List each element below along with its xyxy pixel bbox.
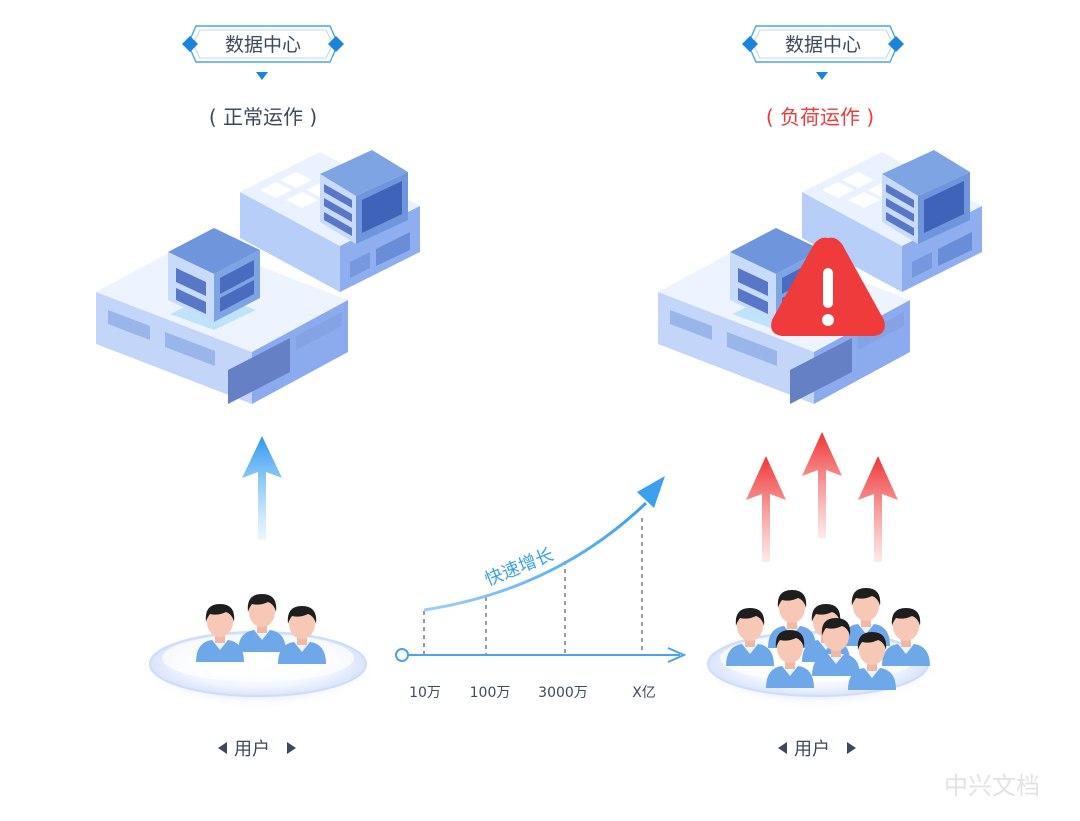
person-icon [238,594,286,652]
down-triangle-icon [256,72,268,80]
up-arrow-icon [802,432,842,538]
diamond-icon [888,36,904,52]
tag-data-center-right: 数据中心 [742,25,904,63]
growth-axis [395,647,687,663]
tag-label: 数据中心 [225,34,301,56]
data-center-building-left [96,150,420,404]
growth-ticks: 10万 100万 3000万 X亿 [409,685,656,701]
users-label-right: 用户 [778,739,856,760]
growth-curve [423,501,648,612]
status-overload: ( 负荷运作 ) [766,105,874,129]
right-triangle-icon [847,742,856,754]
left-triangle-icon [218,742,227,754]
tick-label: 10万 [409,685,441,701]
up-arrow-icon [746,456,786,562]
tick-label: X亿 [632,685,656,701]
left-triangle-icon [778,742,787,754]
users-label-text: 用户 [234,739,270,760]
growth-arrowhead [637,476,665,508]
users-label-left: 用户 [218,739,296,760]
tag-data-center-left: 数据中心 [182,25,344,63]
status-normal: ( 正常运作 ) [209,105,317,129]
up-arrow-icon [242,436,282,540]
right-triangle-icon [287,742,296,754]
growth-guides [423,518,643,654]
down-triangle-icon [816,72,828,80]
diamond-icon [182,36,198,52]
up-arrow-icon [858,456,898,562]
users-label-text: 用户 [794,739,830,760]
diamond-icon [742,36,758,52]
warning-icon [771,237,885,336]
diamond-icon [328,36,344,52]
tag-label: 数据中心 [785,34,861,56]
tick-label: 3000万 [538,685,588,701]
watermark: 中兴文档 [944,772,1040,800]
tick-label: 100万 [470,685,511,701]
